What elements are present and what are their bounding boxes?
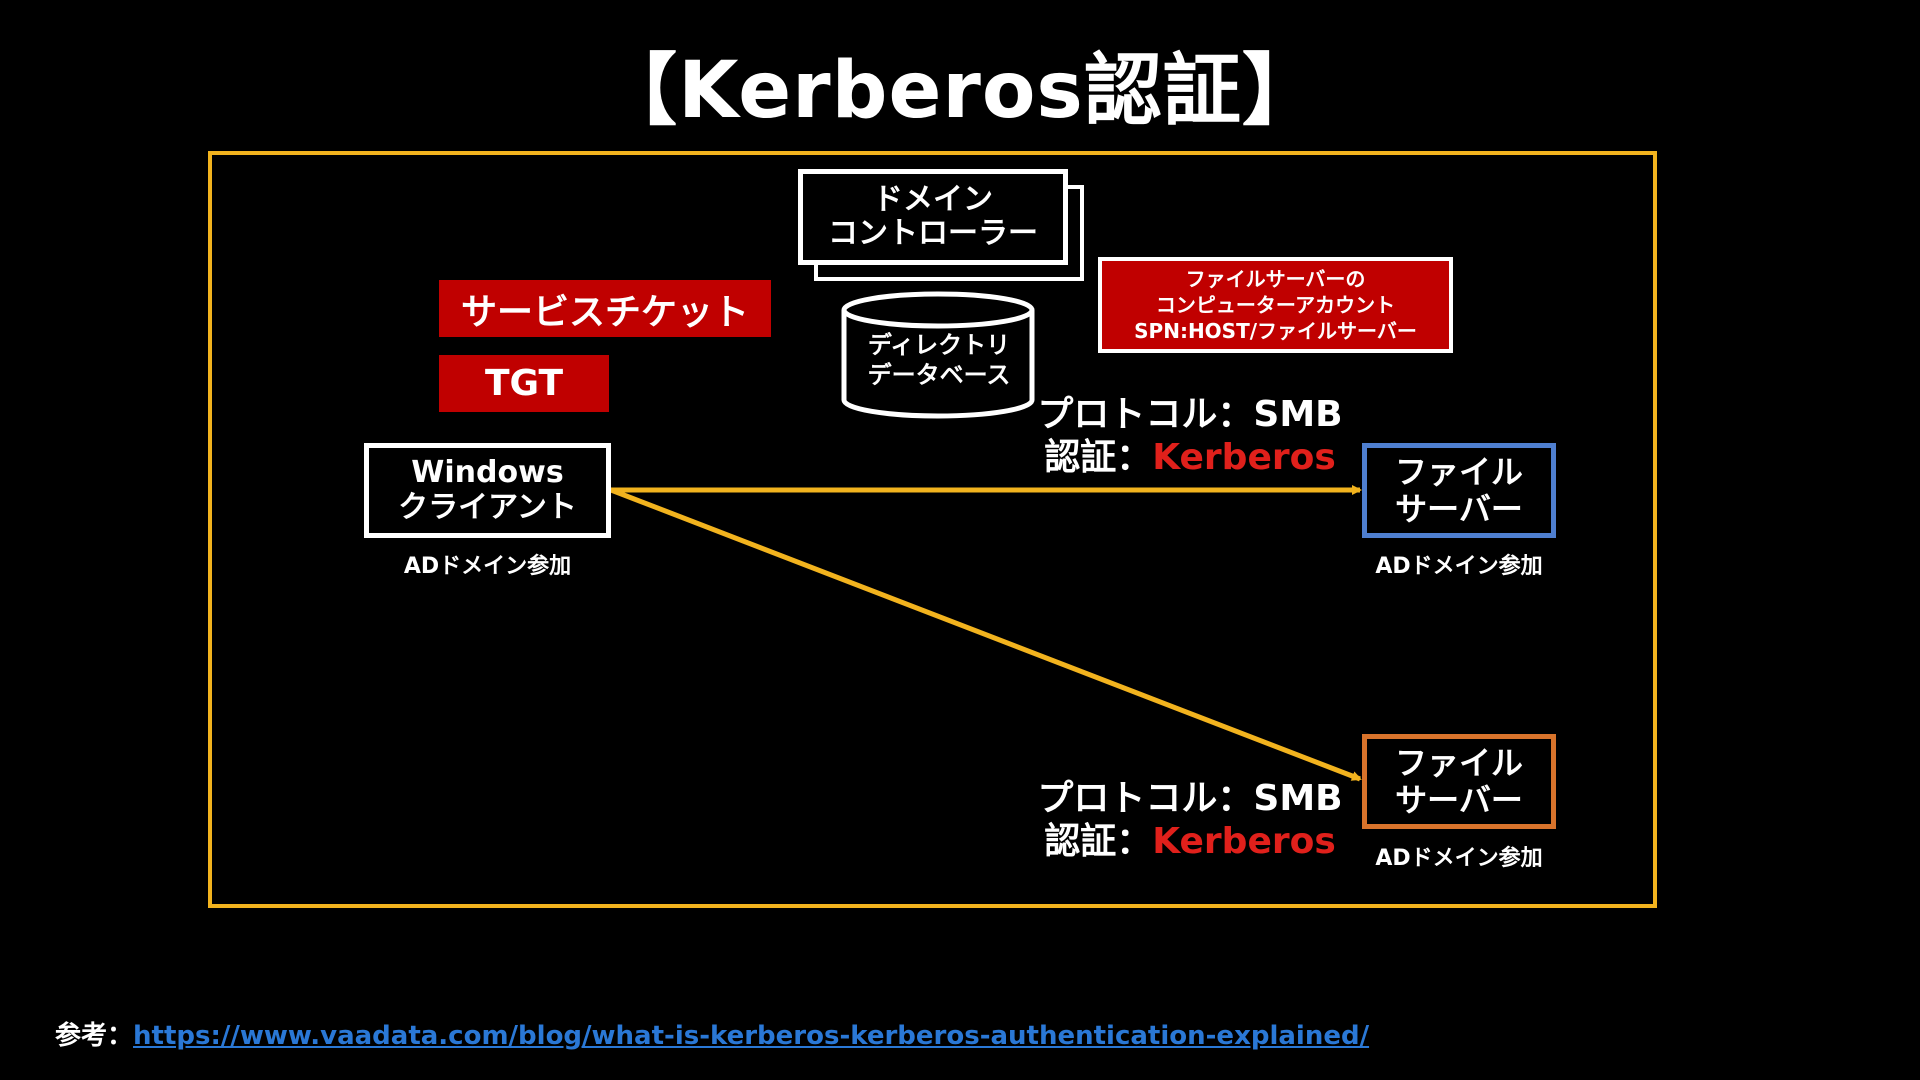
windows-client-caption: ADドメイン参加 bbox=[403, 554, 572, 579]
connection-2-auth: 認証：Kerberos bbox=[1030, 820, 1350, 863]
domain-controller-line1: ドメイン bbox=[873, 181, 993, 217]
domain-controller-box: ドメイン コントローラー bbox=[798, 169, 1068, 265]
directory-database-line1: ディレクトリ bbox=[867, 331, 1011, 359]
file-server-2-line2: サーバー bbox=[1395, 780, 1523, 819]
reference: 参考：https://www.vaadata.com/blog/what-is-… bbox=[55, 1015, 1369, 1052]
file-server-1-box: ファイル サーバー bbox=[1362, 443, 1556, 538]
connection-1-auth-value: Kerberos bbox=[1152, 437, 1336, 479]
reference-label: 参考： bbox=[55, 1021, 134, 1051]
file-server-2-caption: ADドメイン参加 bbox=[1375, 846, 1543, 871]
computer-account-line2: コンピューターアカウント bbox=[1155, 293, 1396, 317]
computer-account-line3: SPN:HOST/ファイルサーバー bbox=[1134, 319, 1417, 343]
arrow-client-to-fileserver-2 bbox=[610, 487, 1362, 782]
windows-client-box: Windows クライアント bbox=[364, 443, 611, 538]
reference-link[interactable]: https://www.vaadata.com/blog/what-is-ker… bbox=[133, 1021, 1370, 1051]
domain-controller-line2: コントローラー bbox=[828, 216, 1038, 251]
file-server-1-caption: ADドメイン参加 bbox=[1375, 554, 1543, 579]
computer-account-box: ファイルサーバーの コンピューターアカウント SPN:HOST/ファイルサーバー bbox=[1098, 257, 1453, 353]
file-server-1-line1: ファイル bbox=[1394, 452, 1523, 491]
directory-database-line2: データベース bbox=[867, 361, 1011, 389]
connection-2-auth-value: Kerberos bbox=[1152, 821, 1336, 863]
connection-2-label: プロトコル：SMB 認証：Kerberos bbox=[1030, 777, 1350, 863]
file-server-1-line2: サーバー bbox=[1395, 489, 1523, 528]
computer-account-line1: ファイルサーバーの bbox=[1185, 267, 1366, 291]
connection-2-protocol: プロトコル：SMB bbox=[1037, 778, 1343, 819]
windows-client-line1: Windows bbox=[411, 455, 564, 490]
windows-client-line2: クライアント bbox=[398, 489, 577, 525]
connection-1-auth-label: 認証： bbox=[1044, 437, 1153, 479]
page-title: 【Kerberos認証】 bbox=[599, 46, 1321, 136]
connection-1-auth: 認証：Kerberos bbox=[1030, 436, 1350, 479]
database-icon bbox=[841, 291, 1035, 419]
connection-1-protocol: プロトコル：SMB bbox=[1037, 394, 1343, 435]
connection-1-label: プロトコル：SMB 認証：Kerberos bbox=[1030, 393, 1350, 479]
file-server-2-line1: ファイル bbox=[1394, 743, 1523, 782]
diagram-frame bbox=[208, 151, 1657, 908]
service-ticket-badge: サービスチケット bbox=[439, 280, 771, 337]
directory-database-label: ディレクトリ データベース bbox=[844, 330, 1034, 390]
connection-2-auth-label: 認証： bbox=[1044, 821, 1153, 863]
tgt-badge: TGT bbox=[439, 355, 609, 412]
file-server-2-box: ファイル サーバー bbox=[1362, 734, 1556, 829]
